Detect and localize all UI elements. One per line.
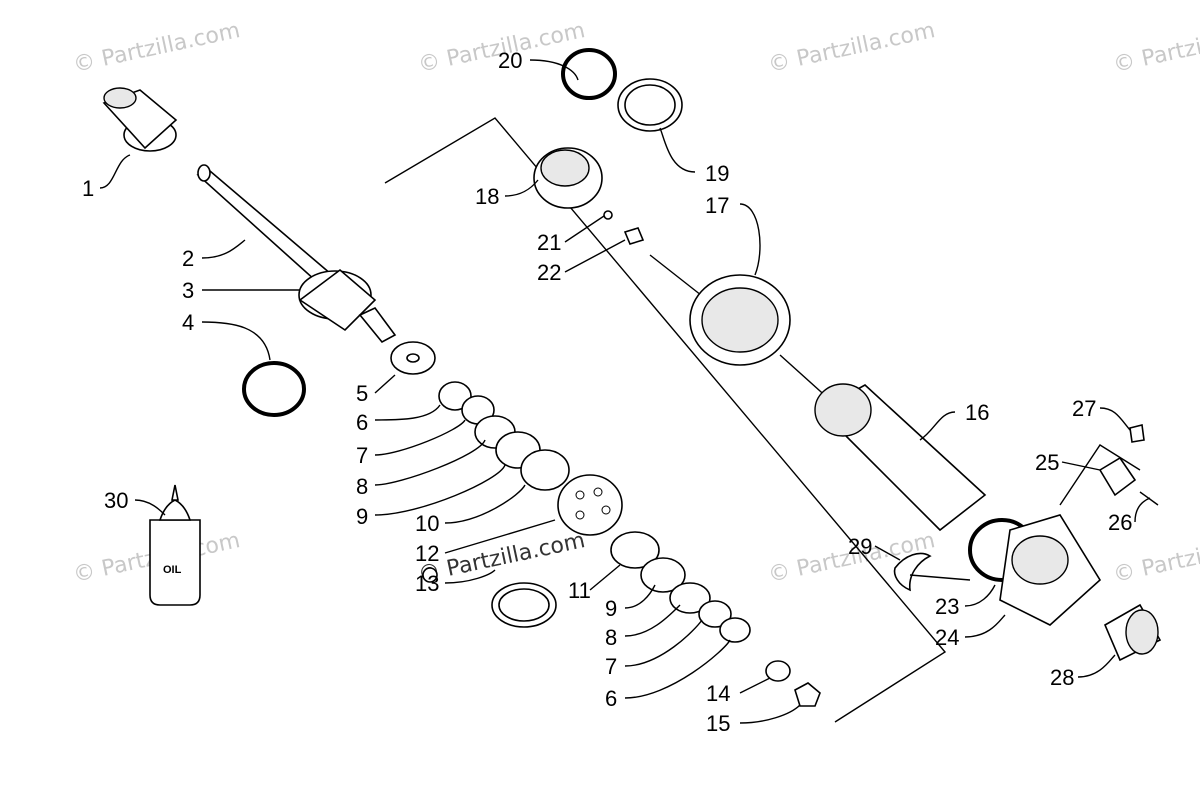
callout-10: 10	[415, 511, 439, 536]
part-25-valve-body	[1098, 456, 1137, 497]
watermark: © Partzilla.com	[766, 18, 937, 78]
callout-14: 14	[706, 681, 730, 706]
callout-22: 22	[537, 260, 561, 285]
part-29-clip	[893, 552, 932, 592]
callout-29: 29	[848, 534, 872, 559]
part-27-screw	[1129, 424, 1145, 443]
callout-15: 15	[706, 711, 730, 736]
callout-7: 7	[356, 443, 368, 468]
callout-27: 27	[1072, 396, 1096, 421]
watermark: © Partzilla.com	[71, 18, 242, 78]
watermark: © Partzilla.com	[1111, 18, 1200, 78]
part-1-bushing	[102, 87, 178, 152]
callout-12: 12	[415, 541, 439, 566]
callout-1: 1	[82, 176, 94, 201]
shim-stack-lower	[610, 531, 821, 707]
callout-4: 4	[182, 310, 194, 335]
callout-18: 18	[475, 184, 499, 209]
part-16-boot	[814, 383, 987, 532]
part-30-oil-bottle: OIL	[149, 484, 201, 606]
callout-28: 28	[1050, 665, 1074, 690]
callout-19: 19	[705, 161, 729, 186]
part-28-bushing	[1103, 603, 1162, 662]
part-3-body	[298, 268, 397, 344]
part-17-retainer	[689, 274, 791, 366]
shim-stack-upper	[390, 341, 570, 491]
small-ring-13	[422, 567, 438, 583]
callout-leaders	[99, 59, 1151, 724]
callout-8b: 8	[605, 625, 617, 650]
part-19-band	[617, 78, 683, 132]
part-18-cap	[533, 147, 603, 209]
center-watermark: © Partzilla.com	[416, 528, 587, 588]
callout-3: 3	[182, 278, 194, 303]
part-20-o-ring	[561, 48, 617, 100]
callout-11: 11	[568, 578, 591, 603]
bracket-25	[1059, 444, 1141, 506]
callout-9: 9	[356, 504, 368, 529]
callout-16: 16	[965, 400, 989, 425]
callout-24: 24	[935, 625, 959, 650]
callout-6b: 6	[605, 686, 617, 711]
callout-9b: 9	[605, 596, 617, 621]
part-4-o-ring	[242, 361, 306, 417]
group-outline	[384, 117, 947, 723]
callout-26: 26	[1108, 510, 1132, 535]
callout-30: 30	[104, 488, 128, 513]
callout-13: 13	[415, 571, 439, 596]
callout-2: 2	[182, 246, 194, 271]
callout-7b: 7	[605, 654, 617, 679]
callout-5: 5	[356, 381, 368, 406]
oil-label: OIL	[163, 564, 182, 576]
callout-23: 23	[935, 594, 959, 619]
part-24-body	[999, 514, 1102, 626]
callout-6: 6	[356, 410, 368, 435]
callout-17: 17	[705, 193, 729, 218]
callouts: 1 2 3 4 5 6 7 8 9 10 12 13 11 9 8 7 6 14…	[82, 48, 1132, 736]
callout-20: 20	[498, 48, 522, 73]
callout-8: 8	[356, 474, 368, 499]
part-2-shaft	[196, 164, 340, 292]
part-21-ring	[603, 210, 613, 220]
callout-25: 25	[1035, 450, 1059, 475]
part-22-valve	[623, 227, 645, 245]
part-10-piston	[557, 474, 623, 536]
callout-21: 21	[537, 230, 561, 255]
part-13-piston-ring	[491, 582, 557, 628]
watermark: © Partzilla.com	[1111, 528, 1200, 588]
